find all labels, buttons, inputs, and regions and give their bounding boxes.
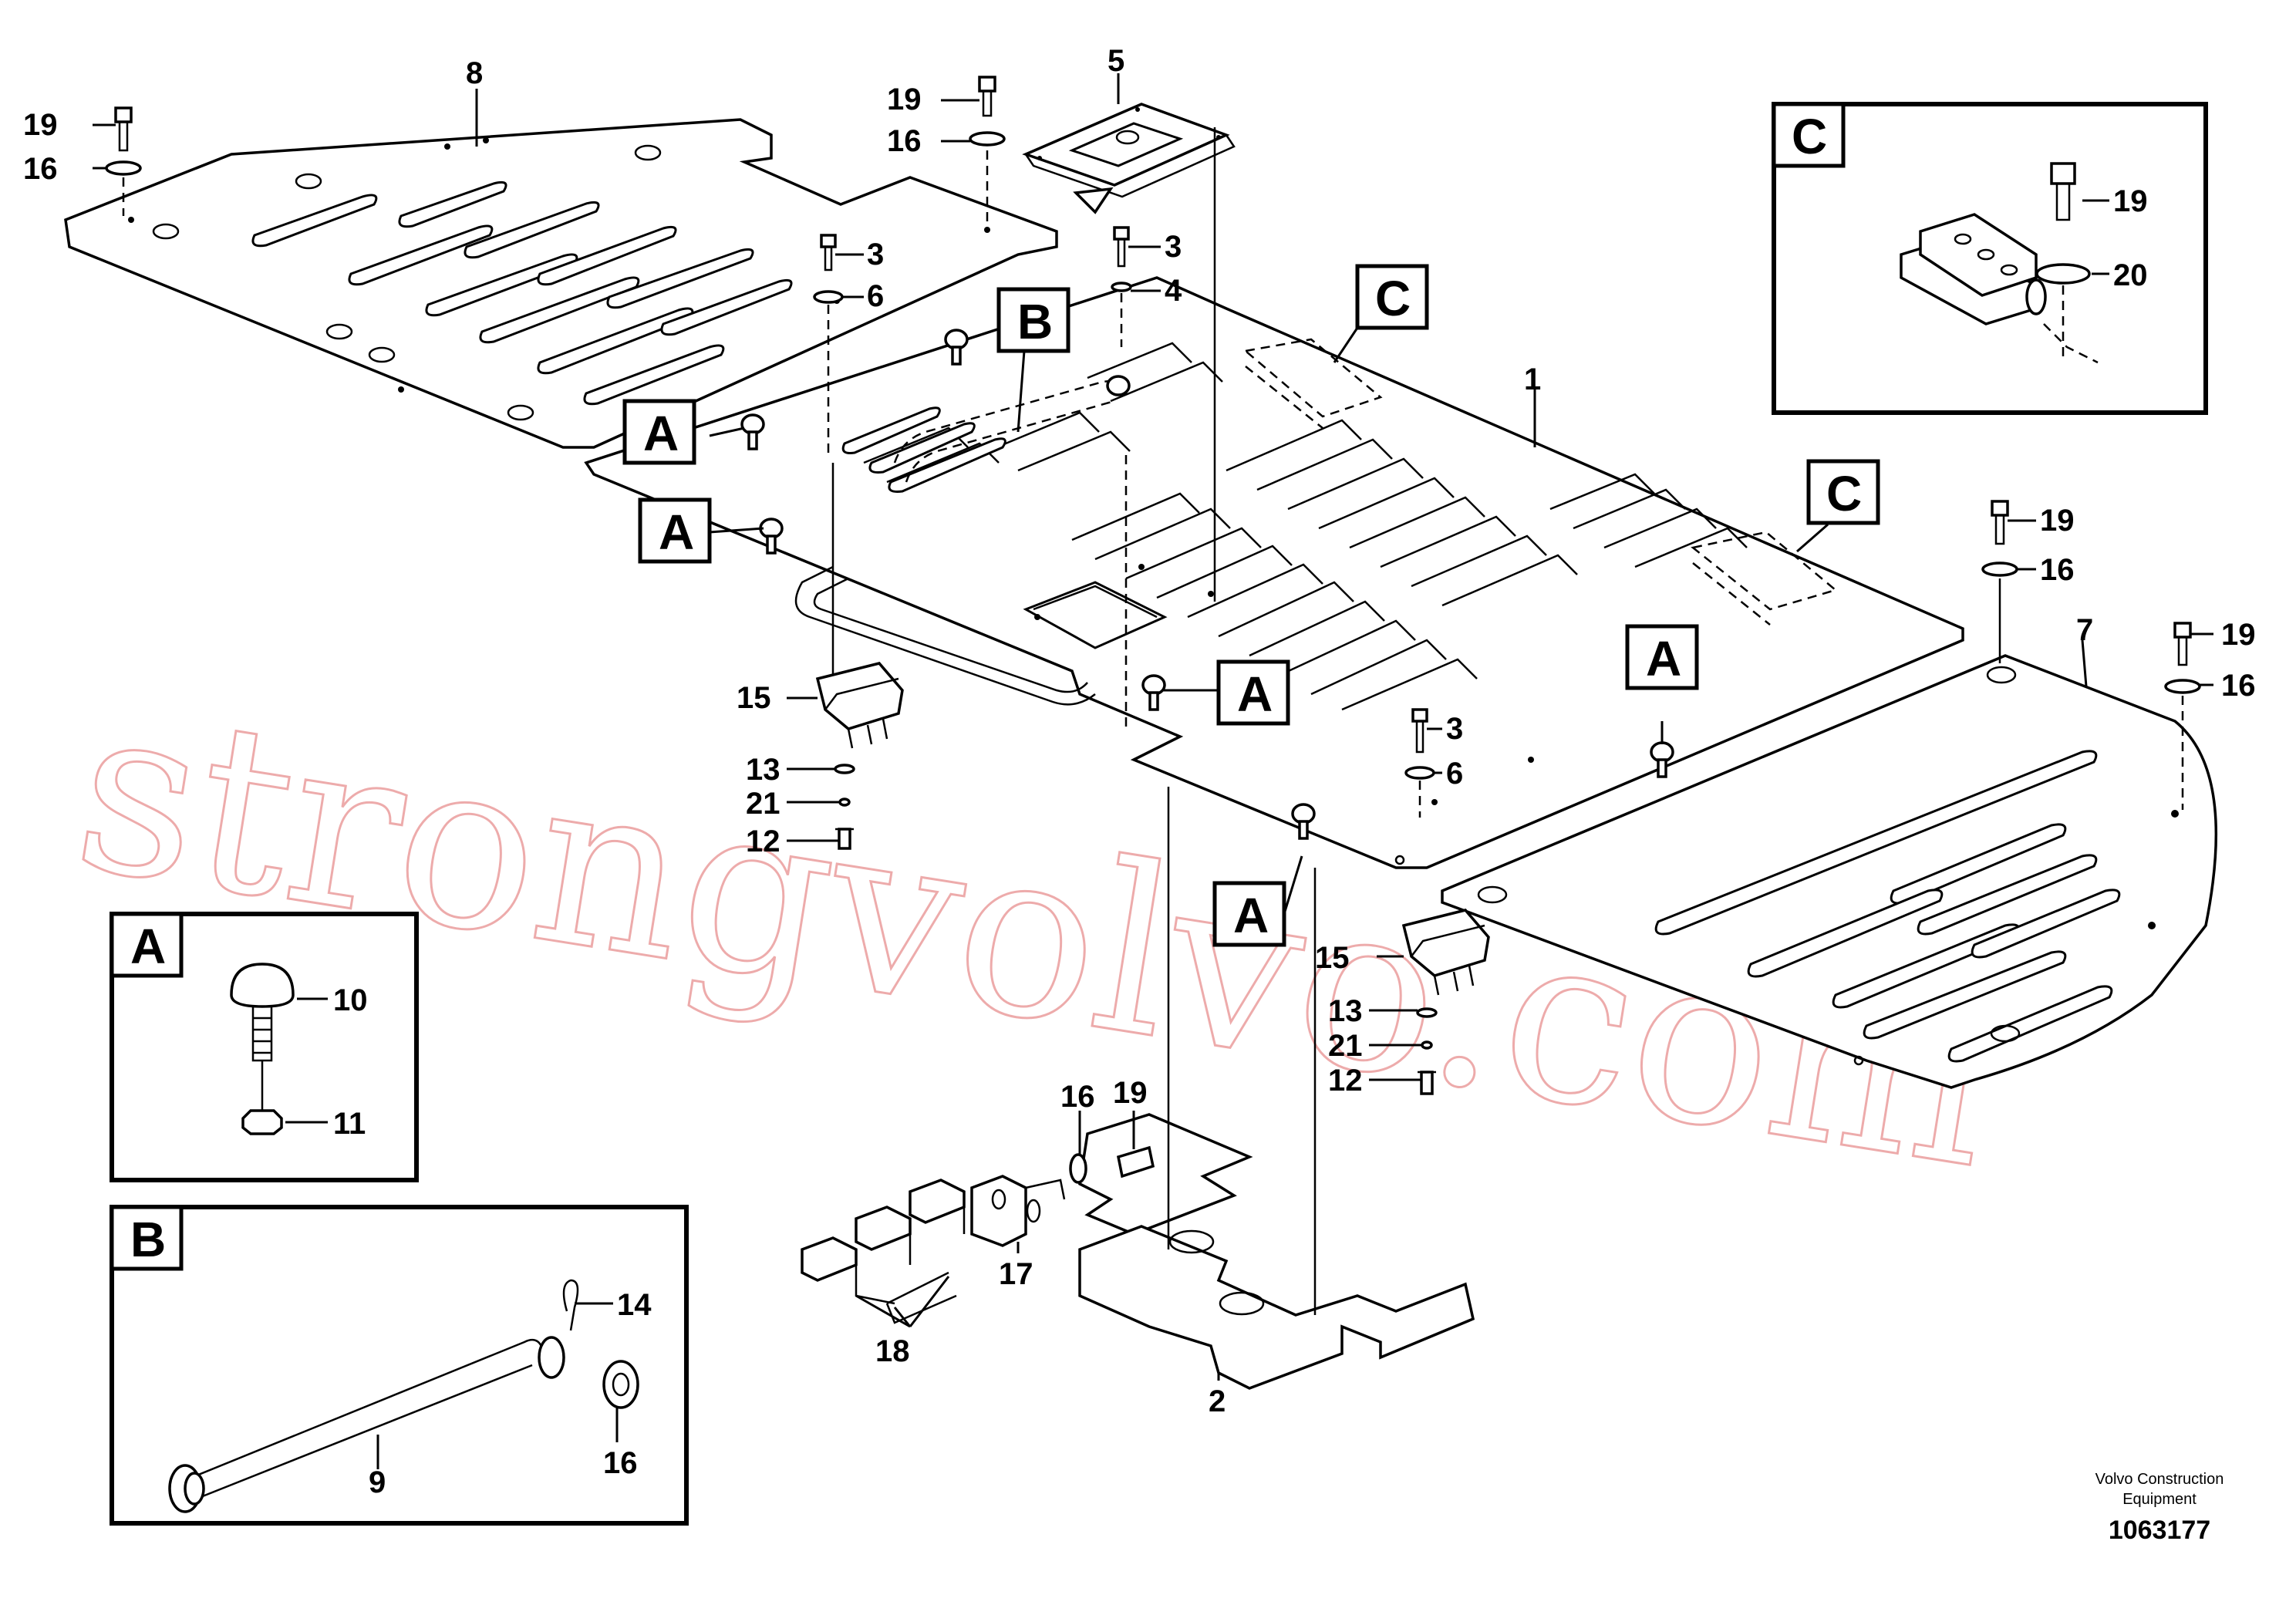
label-16-b: 16 — [887, 124, 922, 158]
detail-c-tag: C — [1792, 109, 1827, 164]
label-3-b: 3 — [1165, 230, 1182, 264]
label-13-a: 13 — [746, 753, 781, 787]
label-19-e: 19 — [1113, 1076, 1148, 1110]
label-15-b: 15 — [1315, 941, 1350, 975]
tag-c-1: C — [1375, 271, 1411, 326]
part-1-floor-plate — [584, 276, 1964, 869]
part-17-18-brackets — [801, 1175, 1066, 1324]
detail-box-a: A 10 11 — [110, 912, 419, 1182]
footer-drawing-number: 1063177 — [2109, 1516, 2210, 1545]
part-7-floor-plate — [1441, 654, 2218, 1089]
label-6-a: 6 — [867, 279, 884, 313]
callout-tags: A A A A A B C C — [622, 264, 1880, 947]
tag-a-4: A — [1646, 631, 1681, 686]
label-1: 1 — [1524, 363, 1541, 396]
part-5-latch — [1022, 103, 1236, 214]
tag-a-2: A — [659, 504, 694, 560]
label-19-a: 19 — [23, 108, 58, 142]
label-19-b: 19 — [887, 83, 922, 116]
label-4: 4 — [1165, 274, 1182, 308]
label-18: 18 — [875, 1334, 910, 1368]
tag-b-1: B — [1017, 294, 1053, 349]
label-8: 8 — [466, 56, 483, 90]
detail-c-label-19: 19 — [2113, 184, 2148, 218]
part-8-floor-plate — [64, 118, 1058, 449]
label-16-a: 16 — [23, 152, 58, 186]
label-6-b: 6 — [1446, 757, 1463, 791]
plate-8-holes — [128, 137, 990, 421]
detail-b-label-16: 16 — [603, 1446, 638, 1480]
detail-a-label-11: 11 — [333, 1107, 366, 1141]
fastener-knobs — [740, 329, 1674, 840]
tag-c-2: C — [1826, 466, 1862, 521]
hinge-outlines — [1243, 338, 1838, 626]
label-21-a: 21 — [746, 787, 781, 821]
part-2-bracket — [1078, 1113, 1475, 1390]
label-16-c: 16 — [2040, 553, 2075, 587]
detail-b-label-9: 9 — [369, 1465, 386, 1499]
leader-lines — [93, 73, 2213, 1381]
detail-a-label-10: 10 — [333, 983, 368, 1017]
label-3-c: 3 — [1446, 712, 1463, 746]
footer-company-line2: Equipment — [2122, 1491, 2197, 1508]
label-12-a: 12 — [746, 824, 781, 858]
detail-c-label-20: 20 — [2113, 258, 2148, 292]
label-16-e: 16 — [1060, 1080, 1095, 1114]
tag-a-3: A — [1237, 666, 1273, 722]
label-15-a: 15 — [737, 681, 771, 715]
tag-a-5: A — [1233, 888, 1269, 943]
plate-8-slots — [251, 180, 793, 406]
label-2: 2 — [1209, 1384, 1226, 1418]
label-7: 7 — [2076, 613, 2093, 647]
detail-box-c: C 19 20 — [1772, 102, 2208, 415]
label-5: 5 — [1108, 44, 1124, 78]
plate-7-slots — [1654, 750, 2121, 1063]
label-3-a: 3 — [867, 238, 884, 271]
label-19-d: 19 — [2221, 618, 2256, 652]
label-16-d: 16 — [2221, 669, 2256, 703]
detail-b-label-14: 14 — [617, 1288, 652, 1322]
footer: Volvo Construction Equipment 1063177 — [2095, 1471, 2224, 1545]
detail-box-b: B 14 9 16 — [110, 1205, 689, 1526]
plate-1-grille — [863, 342, 1748, 711]
label-21-b: 21 — [1328, 1029, 1363, 1063]
detail-b-tag: B — [130, 1212, 166, 1267]
label-13-b: 13 — [1328, 994, 1363, 1028]
detail-a-tag: A — [130, 919, 166, 974]
footer-company-line1: Volvo Construction — [2095, 1471, 2224, 1488]
label-12-b: 12 — [1328, 1064, 1363, 1098]
part-labels: 8 19 16 5 19 16 3 6 3 4 1 19 16 7 19 16 … — [23, 44, 2256, 1418]
label-17: 17 — [999, 1257, 1033, 1291]
part-15-stops — [815, 662, 1490, 996]
tag-a-1: A — [643, 406, 679, 461]
label-19-c: 19 — [2040, 504, 2075, 538]
